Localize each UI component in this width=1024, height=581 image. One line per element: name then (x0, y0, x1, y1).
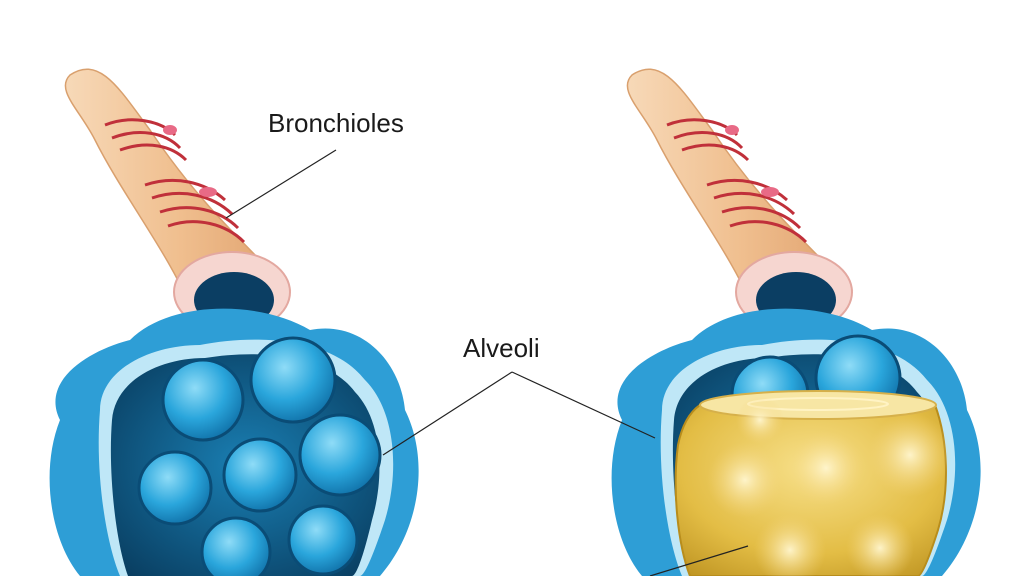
alveoli-leader-line-left (382, 371, 513, 456)
alveolus (298, 413, 382, 497)
alveolus (222, 437, 298, 513)
fluid-leader-line (649, 545, 749, 577)
submerged-alveolus (754, 514, 826, 581)
submerged-alveoli (707, 396, 952, 581)
normal-alveoli-illustration (49, 68, 419, 581)
muscle-node (725, 125, 739, 135)
submerged-alveolus (846, 514, 914, 581)
alveolus (200, 516, 272, 581)
muscle-node (163, 125, 177, 135)
alveoli-label: Alveoli (463, 333, 540, 363)
leader-lines (225, 149, 749, 577)
alveoli-cluster (137, 336, 382, 581)
bronchioles-leader-line (225, 149, 337, 219)
submerged-alveolus (736, 396, 784, 444)
submerged-alveolus (788, 430, 864, 506)
alveolus (137, 450, 213, 526)
submerged-alveolus (868, 413, 952, 497)
submerged-alveolus (707, 442, 783, 518)
fluid-alveoli-illustration (611, 68, 981, 581)
alveoli-leader-line-right (511, 371, 656, 439)
muscle-node (761, 187, 779, 197)
smooth-muscle-bands (104, 118, 246, 244)
bronchioles-label: Bronchioles (268, 108, 404, 138)
alveolus (161, 358, 245, 442)
alveolus (249, 336, 337, 424)
smooth-muscle-bands (666, 118, 808, 244)
alveolus (287, 504, 359, 576)
muscle-node (199, 187, 217, 197)
